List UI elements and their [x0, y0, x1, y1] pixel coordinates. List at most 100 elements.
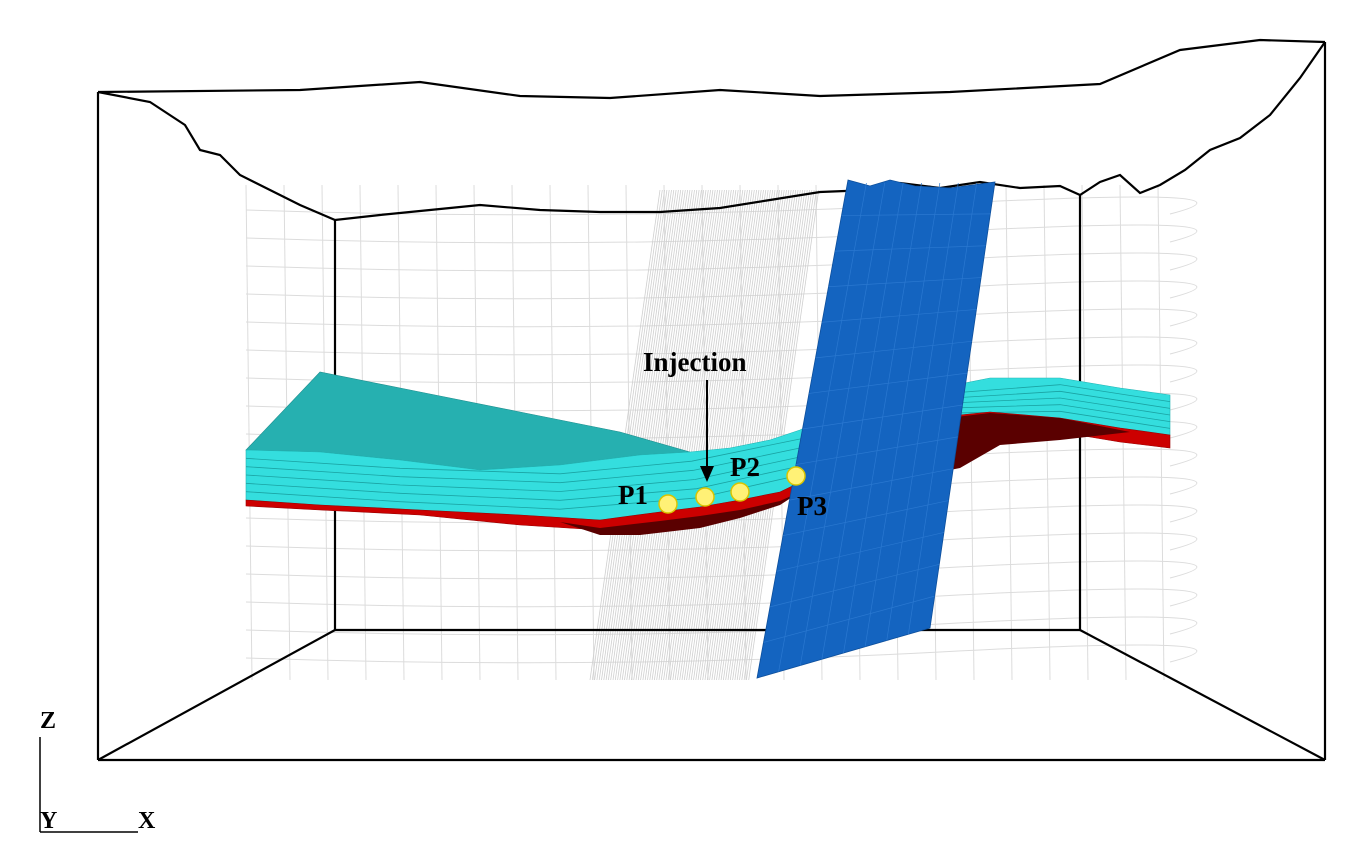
mesh-line	[748, 189, 820, 681]
well-points	[658, 466, 806, 514]
p1-label: P1	[618, 480, 648, 510]
mesh-line	[625, 184, 633, 681]
fault-mesh-lines	[763, 182, 991, 672]
mesh-line	[778, 182, 867, 672]
injection-label: Injection	[643, 347, 747, 377]
mesh-line	[736, 189, 808, 681]
mesh-line	[649, 189, 721, 681]
mesh-line	[635, 189, 707, 681]
mesh-line	[727, 189, 799, 681]
mesh-line	[706, 189, 778, 681]
mesh-line	[644, 189, 716, 681]
mesh-line	[651, 189, 723, 681]
mesh-line	[769, 563, 940, 608]
mesh-line	[670, 189, 741, 681]
caprock-layer-line	[245, 397, 1171, 492]
mesh-line	[667, 189, 739, 681]
edge-bottom-left	[97, 629, 336, 761]
mesh-line	[695, 189, 767, 681]
mesh-line	[631, 189, 702, 681]
mesh-line	[605, 189, 677, 681]
mesh-line	[596, 189, 668, 681]
well-point-p2	[730, 482, 750, 502]
mesh-line	[908, 182, 977, 635]
topography-front	[97, 41, 1326, 222]
mesh-line	[743, 189, 815, 681]
mesh-line	[720, 189, 792, 681]
mesh-line	[886, 182, 959, 641]
mesh-line	[679, 189, 751, 681]
caprock-layer-line	[245, 404, 1171, 501]
mesh-line	[637, 189, 709, 681]
mesh-line	[821, 182, 904, 660]
mesh-line	[795, 436, 958, 465]
caprock-layer-lines	[245, 384, 1171, 510]
fault-plane	[756, 179, 996, 679]
mesh-line	[815, 340, 972, 359]
mesh-line	[245, 616, 1198, 636]
mesh-line	[802, 404, 963, 430]
mesh-line	[734, 189, 806, 681]
caprock-layer-line	[245, 384, 1171, 475]
mesh-line	[677, 189, 748, 681]
mesh-line	[718, 189, 790, 681]
mesh-line	[713, 189, 785, 681]
mesh-line	[642, 189, 714, 681]
mesh-line	[739, 189, 810, 681]
well-point-p1	[658, 494, 678, 514]
edge-bottom-right	[1079, 629, 1326, 761]
mesh-line	[716, 189, 787, 681]
axis-z-label: Z	[40, 708, 56, 734]
mesh-line	[660, 189, 732, 681]
mesh-line	[693, 189, 764, 681]
mesh-line	[701, 184, 709, 681]
mesh-line	[610, 189, 682, 681]
mesh-line	[617, 189, 688, 681]
mesh-line	[697, 189, 769, 681]
mesh-line	[633, 189, 705, 681]
mesh-line	[612, 189, 684, 681]
mesh-line	[245, 252, 1198, 272]
mesh-line	[654, 189, 725, 681]
mesh-line	[704, 189, 776, 681]
mesh-line	[843, 182, 922, 654]
injection-arrow	[700, 380, 714, 482]
mesh-line	[841, 213, 991, 216]
mesh-line	[665, 189, 737, 681]
mesh-line	[700, 189, 771, 681]
mesh-line	[245, 184, 253, 681]
mesh-line	[789, 468, 954, 501]
mesh-line	[776, 532, 945, 572]
reservoir-underside	[560, 492, 800, 535]
mesh-line	[608, 189, 679, 681]
mesh-line	[640, 189, 711, 681]
p3-label: P3	[797, 491, 827, 521]
axis-triad: Z Y X	[39, 708, 156, 834]
mesh-line	[782, 500, 949, 537]
mesh-line	[799, 182, 886, 666]
well-point-p3	[786, 466, 806, 486]
mesh-line	[663, 189, 734, 681]
mesh-line	[626, 189, 698, 681]
dense-mesh-band	[589, 189, 820, 681]
mesh-line	[709, 189, 780, 681]
caprock-layer-line	[245, 390, 1171, 484]
p2-label: P2	[730, 452, 760, 482]
axis-x-label: X	[138, 808, 156, 834]
well-point-injection	[695, 487, 715, 507]
mesh-line	[828, 277, 982, 288]
mesh-line	[614, 189, 686, 681]
mesh-line	[656, 189, 728, 681]
mesh-line	[808, 372, 968, 394]
mesh-line	[683, 189, 755, 681]
mesh-line	[688, 189, 760, 681]
mesh-line	[732, 189, 803, 681]
mesh-line	[628, 189, 700, 681]
mesh-line	[647, 189, 718, 681]
mesh-line	[686, 189, 757, 681]
mesh-line	[723, 189, 794, 681]
mesh-line	[741, 189, 813, 681]
mesh-line	[619, 189, 691, 681]
mesh-line	[658, 189, 730, 681]
topography-back	[97, 38, 1326, 100]
